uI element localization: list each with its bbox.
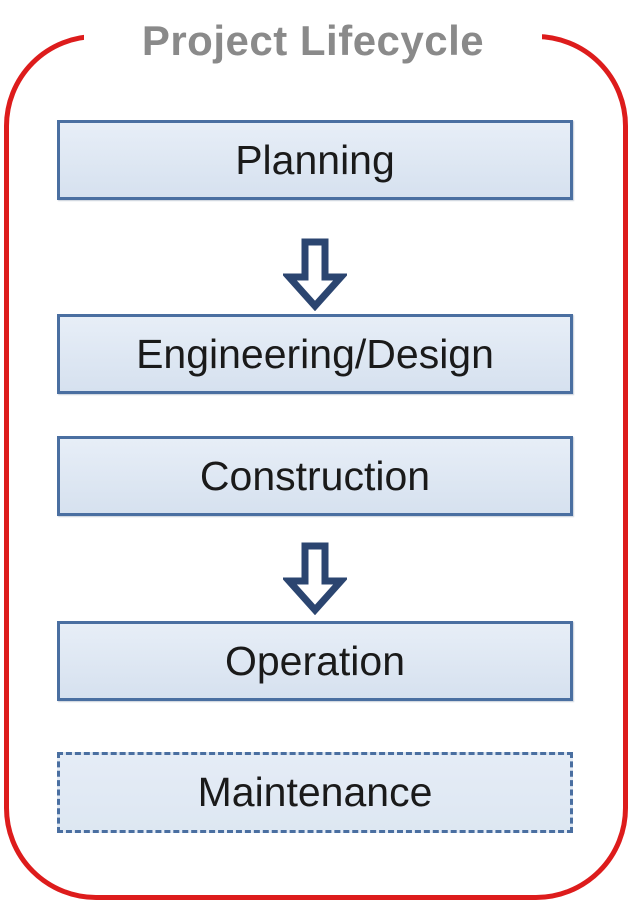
stage-box-construction: Construction — [57, 436, 573, 516]
down-arrow-icon — [283, 238, 347, 311]
stage-label: Maintenance — [197, 769, 433, 815]
stage-label: Engineering/Design — [136, 330, 494, 377]
stage-label: Construction — [199, 452, 431, 499]
stage-box-operation: Operation — [57, 621, 573, 701]
stage-label: Planning — [235, 136, 395, 183]
stage-box-engineering-design: Engineering/Design — [57, 314, 573, 394]
stage-label: Operation — [224, 637, 406, 684]
down-arrow-icon — [283, 542, 347, 615]
stage-box-planning: Planning — [57, 120, 573, 200]
diagram-title: Project Lifecycle — [84, 10, 542, 72]
diagram-title-text: Project Lifecycle — [141, 17, 485, 64]
stage-box-maintenance: Maintenance — [57, 752, 573, 833]
